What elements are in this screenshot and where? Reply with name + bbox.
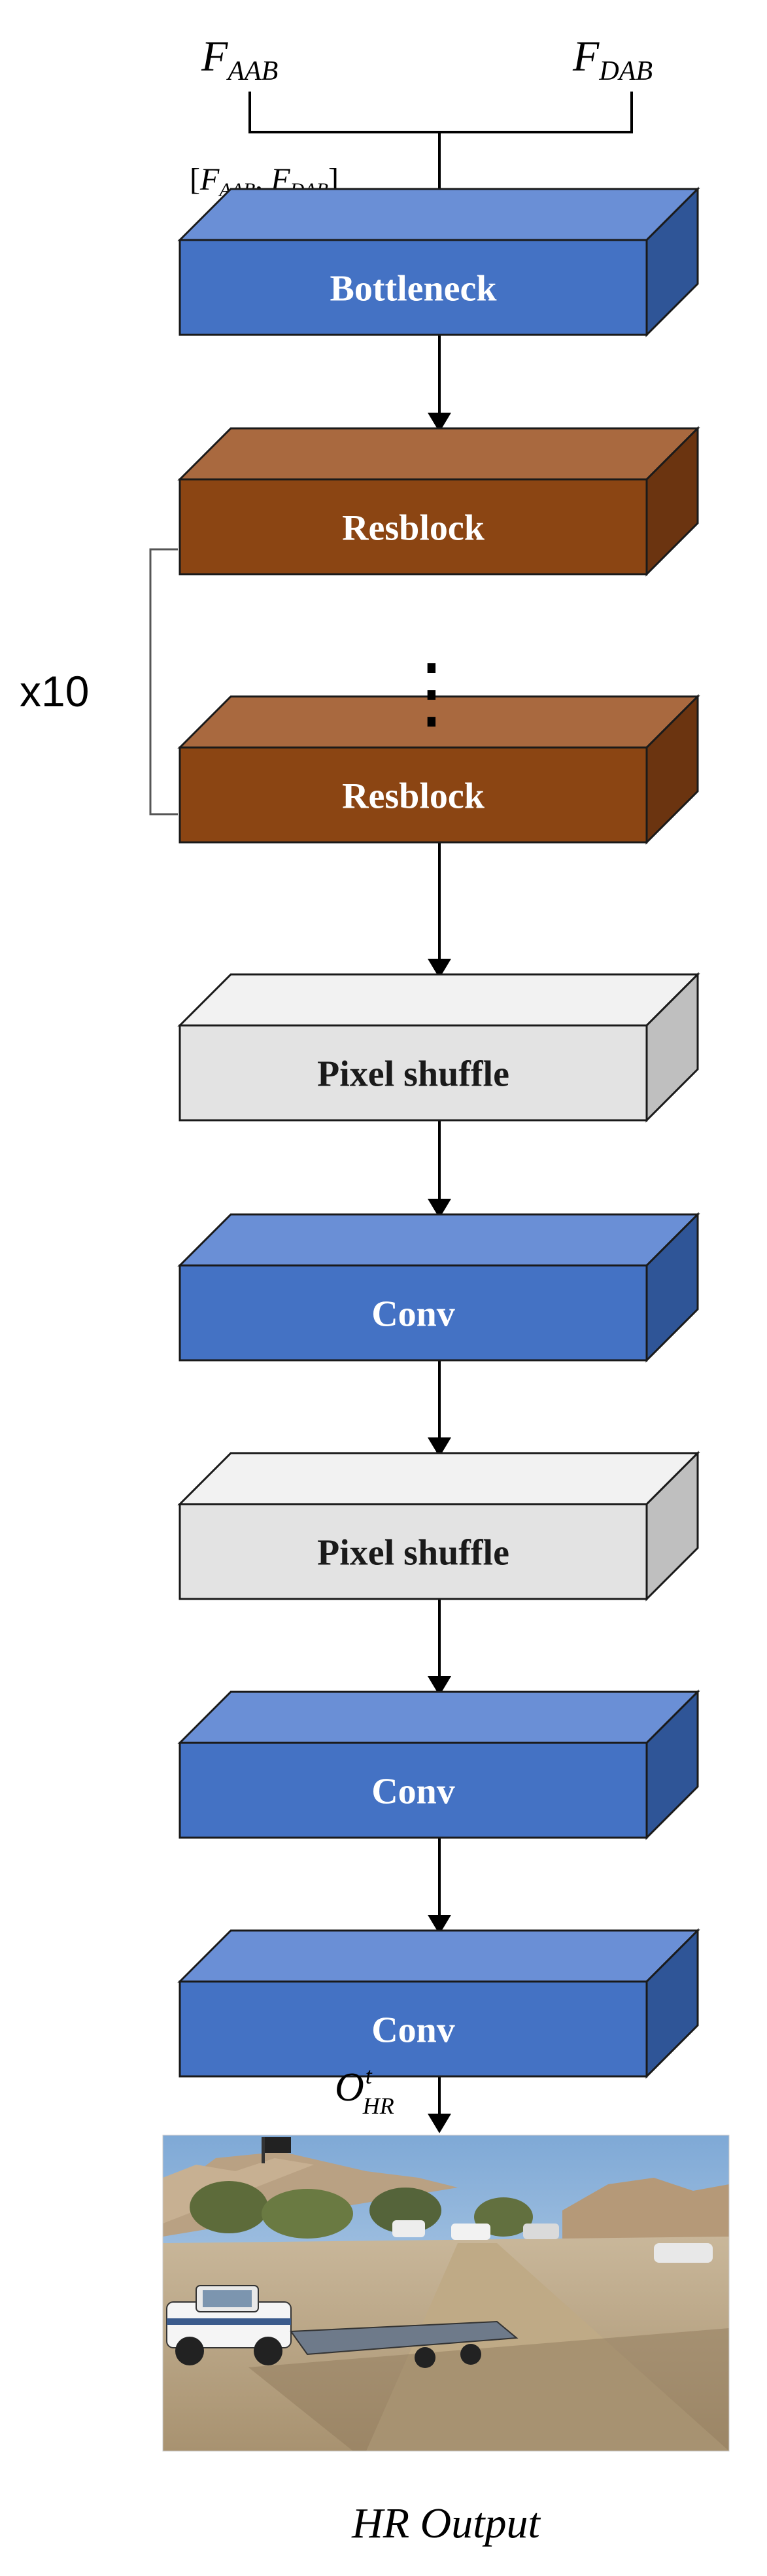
block-label: Bottleneck — [330, 269, 497, 309]
input-label-f-aab: FAAB — [201, 33, 278, 86]
block-front-face — [179, 1264, 648, 1362]
block-6-pixel-shuffle: Pixel shuffle — [177, 1451, 700, 1602]
block-top-face — [177, 1452, 700, 1505]
block-2-resblock: Resblock — [177, 426, 700, 577]
arrow-block-5-to-6 — [428, 1360, 451, 1457]
block-front-face — [179, 1503, 648, 1600]
input-label-f-dab: FDAB — [572, 33, 653, 86]
block-front-face — [179, 1980, 648, 2078]
arrow-block-3-to-4 — [428, 842, 451, 978]
block-label: Conv — [371, 1294, 455, 1335]
block-front-face — [179, 478, 648, 575]
block-8-conv: Conv — [177, 1928, 700, 2079]
block-label: Resblock — [342, 508, 485, 549]
block-top-face — [177, 188, 700, 241]
flow-arrows — [428, 132, 451, 2133]
input-merge-connector — [248, 92, 633, 133]
scene-photo-icon — [163, 2135, 729, 2451]
arrow-to-output — [428, 2076, 451, 2133]
repeat-label: x10 — [20, 667, 89, 715]
block-label: Resblock — [342, 776, 485, 817]
ellipsis-icon: ⋮ — [392, 647, 471, 738]
block-top-face — [177, 427, 700, 481]
arrow-block-1-to-2 — [428, 335, 451, 432]
output-caption: HR Output — [351, 2499, 541, 2547]
block-label: Pixel shuffle — [317, 1054, 509, 1095]
block-label: Conv — [371, 2010, 455, 2051]
block-7-conv: Conv — [177, 1689, 700, 1840]
block-5-conv: Conv — [177, 1212, 700, 1363]
block-front-face — [179, 1742, 648, 1839]
repeat-bracket — [149, 548, 178, 816]
arrow-block-7-to-8 — [428, 1838, 451, 1934]
block-label: Pixel shuffle — [317, 1533, 509, 1573]
block-top-face — [177, 1213, 700, 1267]
arrow-block-6-to-7 — [428, 1599, 451, 1696]
block-front-face — [179, 746, 648, 844]
arrow-block-4-to-5 — [428, 1120, 451, 1218]
block-1-bottleneck: Bottleneck — [177, 186, 700, 337]
block-label: Conv — [371, 1772, 455, 1812]
block-top-face — [177, 1691, 700, 1744]
block-top-face — [177, 1929, 700, 1983]
block-front-face — [179, 1024, 648, 1122]
photo-frame — [162, 2135, 730, 2452]
block-3-resblock: Resblock — [177, 694, 700, 845]
block-4-pixel-shuffle: Pixel shuffle — [177, 972, 700, 1123]
block-top-face — [177, 973, 700, 1027]
block-front-face — [179, 239, 648, 336]
